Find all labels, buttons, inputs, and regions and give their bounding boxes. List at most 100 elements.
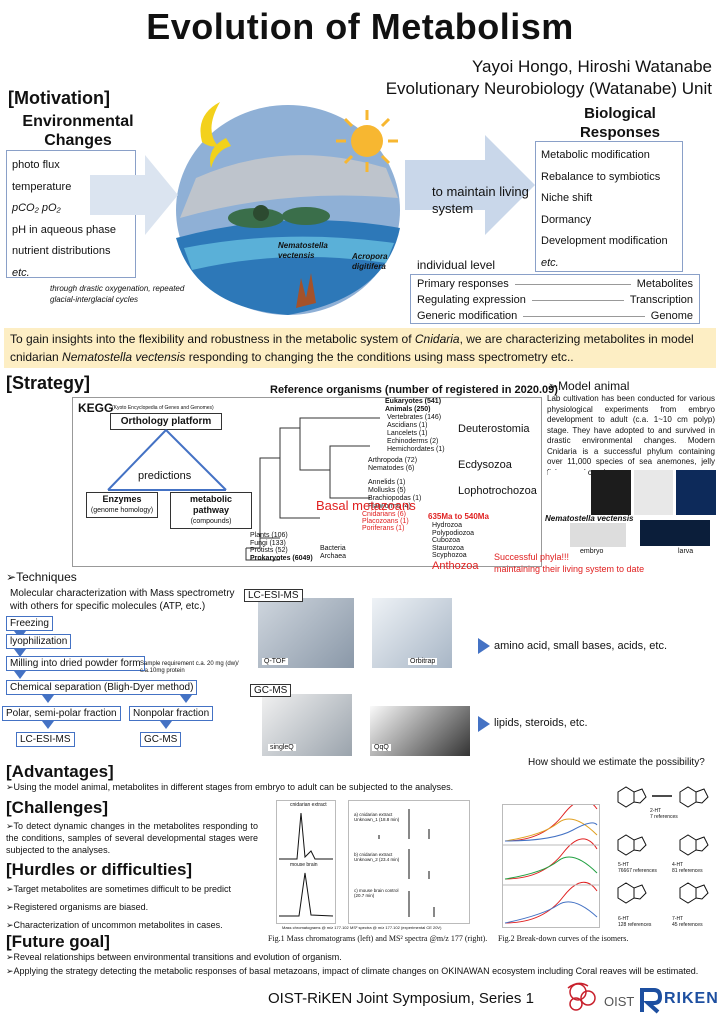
bio-item: Rebalance to symbiotics xyxy=(541,170,661,183)
embryo-label: embryo xyxy=(580,548,604,555)
fig1-caption: Fig.1 Mass chromatograms (left) and MS² … xyxy=(268,934,488,943)
tree-ecdysozoa: Arthropoda (72)Nematodes (6) xyxy=(368,457,417,473)
kegg-triangle xyxy=(107,429,227,491)
sun-icon xyxy=(336,110,398,172)
basal-metazoans: Basal metazoans xyxy=(316,498,416,513)
banner-text: To gain insights into the flexibility an… xyxy=(10,332,415,346)
enzymes-sub: (genome homology) xyxy=(90,507,154,514)
isomer-refs: 76667 references xyxy=(618,868,657,874)
flow-milling: Milling into dried powder form xyxy=(6,656,145,671)
tree-label: Polypodiozoa xyxy=(432,529,475,537)
isomer-refs: 45 references xyxy=(672,922,703,928)
flow-arrow xyxy=(42,695,54,703)
tree-label: Hydrozoa xyxy=(432,522,462,529)
authors: Yayoi Hongo, Hiroshi Watanabe Evolutiona… xyxy=(386,56,712,100)
qqq-label: QqQ xyxy=(372,744,391,751)
level-left: Primary responses xyxy=(417,278,509,290)
bio-list: Metabolic modification Rebalance to symb… xyxy=(535,141,683,272)
qtof-label: Q-TOF xyxy=(262,658,288,665)
tree-label: Placozoans (1) xyxy=(362,518,409,525)
fig2-caption: Fig.2 Break-down curves of the isomers. xyxy=(498,934,629,943)
motivation-heading: [Motivation] xyxy=(8,88,110,108)
tree-label: Ascidians (1) xyxy=(387,422,428,429)
banner-text: , we are characterizing metabolites in m… xyxy=(10,332,694,364)
hurdles-heading: [Hurdles or difficulties] xyxy=(6,860,193,879)
gc-label: GC-MS xyxy=(250,684,292,697)
level-row: Generic modification Genome xyxy=(417,308,693,324)
embryo-photo xyxy=(570,523,626,547)
panel-c: c) mouse brain control (20.7 min) xyxy=(354,888,399,898)
tree-label: Eukaryotes (541) xyxy=(385,398,442,405)
env-item: nutrient distributions xyxy=(12,245,111,257)
isomer-refs: 7 references xyxy=(650,814,678,820)
env-item: pCO₂ pO₂ xyxy=(12,202,61,214)
tree-label: Animals (250) xyxy=(385,406,431,413)
polyp-photo xyxy=(676,470,716,515)
poster-title: Evolution of Metabolism xyxy=(146,6,574,47)
future-item: Reveal relationships between environment… xyxy=(6,952,342,963)
tree-label: Bacteria xyxy=(320,545,346,552)
env-item: temperature xyxy=(12,180,72,193)
arrow-in-icon xyxy=(90,155,178,235)
chrom-axis: Mass chromatograms @ m/z 177.102 xyxy=(282,925,349,930)
level-left: Regulating expression xyxy=(417,294,526,306)
tree-label: Nematodes (6) xyxy=(368,465,415,472)
panel-b: b) cnidarian extract Unknown_2 (23.4 min… xyxy=(354,852,400,862)
future-item: Applying the strategy detecting the meta… xyxy=(6,965,718,977)
level-right: Transcription xyxy=(629,294,693,306)
orbitrap-photo xyxy=(372,598,452,668)
lc-label: LC-ESI-MS xyxy=(244,589,303,602)
goal-banner: To gain insights into the flexibility an… xyxy=(4,328,716,368)
kegg-sub: (Kyoto Encyclopedia of Genes and Genomes… xyxy=(112,405,214,411)
tree-label: Arthropoda (72) xyxy=(368,457,418,464)
level-left: Generic modification xyxy=(417,310,518,322)
tree-label: Flatworms (4) xyxy=(368,503,411,510)
question-text: How should we estimate the possibility? xyxy=(528,757,705,768)
env-item: etc. xyxy=(12,266,30,279)
riken-logo-icon xyxy=(640,988,662,1014)
tree-eukaryotes: Eukaryotes (541)Animals (250) xyxy=(385,398,441,414)
ms2-axis: MS² spectra @ m/z 177.102 (experimental … xyxy=(350,925,442,930)
moon-icon xyxy=(200,102,220,147)
tree-label: Echinoderms (2) xyxy=(387,438,439,445)
level-right: Genome xyxy=(650,310,693,322)
polyp-photo xyxy=(590,470,631,515)
larva-photo xyxy=(640,520,710,546)
isomer-name: 5-HT xyxy=(618,862,630,868)
gc-arrow-icon xyxy=(478,716,490,732)
author-unit: Evolutionary Neurobiology (Watanabe) Uni… xyxy=(385,79,712,98)
tree-label: Hemichordates (1) xyxy=(387,446,445,453)
hurdle-item: Target metabolites are sometimes difficu… xyxy=(6,884,231,895)
deuterostomia-label: Deuterostomia xyxy=(458,423,530,435)
footer-text: OIST-RiKEN Joint Symposium, Series 1 xyxy=(268,990,534,1007)
model-photos xyxy=(548,470,716,515)
challenge-item: To detect dynamic changes in the metabol… xyxy=(6,820,258,856)
tree-label: Fungi (133) xyxy=(250,539,286,547)
level-row: Regulating expression Transcription xyxy=(417,292,693,308)
enzymes-box: Enzymes(genome homology) xyxy=(86,492,158,518)
bio-item: Niche shift xyxy=(541,192,593,204)
bio-item: Development modification xyxy=(541,235,668,247)
env-note: through drastic oxygenation, repeated gl… xyxy=(50,284,185,304)
advantage-item: Using the model animal, metabolites in d… xyxy=(6,782,526,793)
env-item: pH in aqueous phase xyxy=(12,223,116,236)
tree-label: Lancelets (1) xyxy=(387,430,428,437)
era-label: 635Ma to 540Ma xyxy=(428,512,489,521)
tree-label: Staurozoa xyxy=(432,544,464,552)
flow-gcms: GC-MS xyxy=(140,732,182,747)
gc-result: lipids, steroids, etc. xyxy=(494,717,588,729)
hurdle-item: Characterization of uncommon metabolites… xyxy=(6,920,223,931)
tree-label: Brachiopodas (1) xyxy=(368,495,422,502)
hurdle-item: Registered organisms are biased. xyxy=(6,902,149,913)
lc-arrow-icon xyxy=(478,638,490,654)
chromatogram-trace xyxy=(279,812,334,917)
success-line: Successful phyla!!! xyxy=(494,552,570,562)
banner-text: Cnidaria xyxy=(414,332,460,346)
bio-item: Metabolic modification xyxy=(541,149,650,161)
flow-arrow xyxy=(160,721,172,729)
